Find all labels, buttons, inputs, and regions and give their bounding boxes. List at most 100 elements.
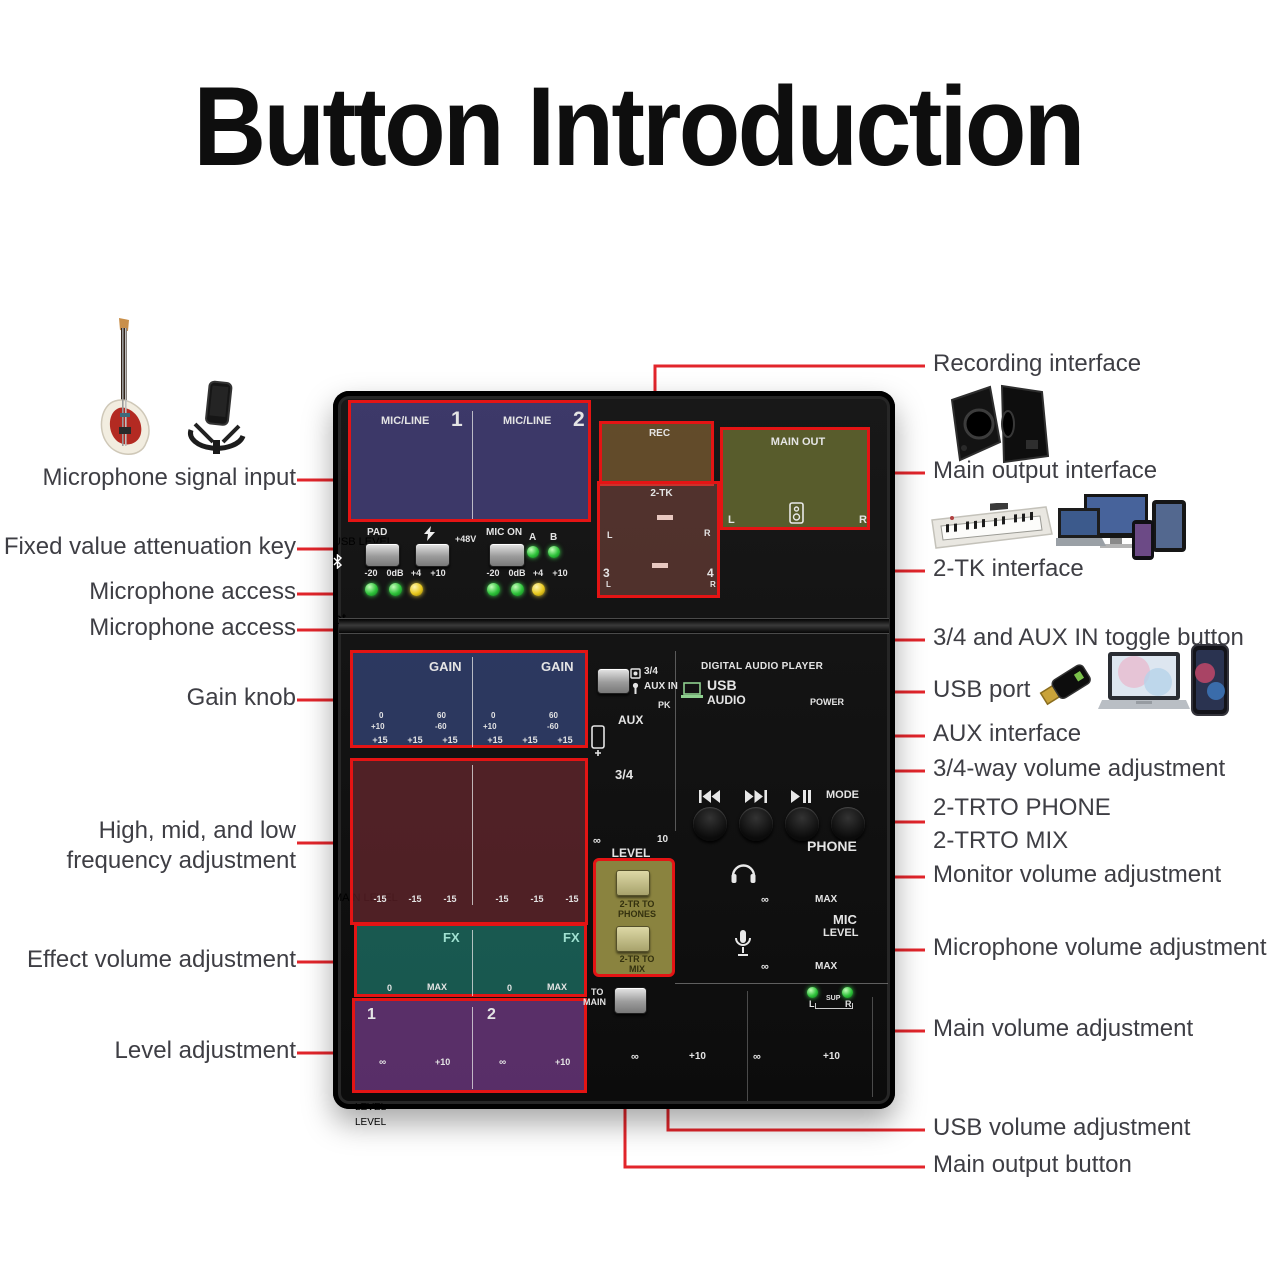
two-tr-to-phones-button[interactable] xyxy=(616,870,650,896)
callout-aux-interface: AUX interface xyxy=(933,720,1082,747)
jack-link-bar xyxy=(657,515,673,520)
callout-2tk-interface: 2-TK interface xyxy=(933,555,1084,582)
toggle-auxin-label: AUX IN xyxy=(644,681,678,692)
main-level-pill: MAIN LEVEL xyxy=(333,892,398,904)
level-pill-1: LEVEL xyxy=(355,1102,387,1113)
led-b-label: B xyxy=(550,532,558,543)
usb-scale: ∞ xyxy=(631,1051,639,1063)
meter-led xyxy=(487,583,500,596)
phone-label: PHONE xyxy=(807,838,857,854)
34-auxin-toggle-button[interactable] xyxy=(597,668,630,694)
eq-fader-track xyxy=(353,761,585,889)
meter-label: +4 xyxy=(410,568,422,578)
callout-main-output-interface: Main output interface xyxy=(933,457,1158,484)
pad-button[interactable] xyxy=(365,543,400,567)
callout-mic-volume: Microphone volume adjustment xyxy=(933,934,1267,961)
eq-scale: -15 xyxy=(408,894,422,904)
meter-led xyxy=(365,583,378,596)
phone-scale: ∞ xyxy=(761,894,769,906)
two-tr-panel: 2-TR TO PHONES 2-TR TO MIX xyxy=(593,858,675,977)
main-out-l: L xyxy=(728,514,735,526)
two-tk-jack-2r[interactable] xyxy=(600,606,636,642)
two-tk-l-label: L xyxy=(607,530,613,540)
next-track-icon xyxy=(745,790,767,803)
phantom-label: +48V xyxy=(455,534,477,544)
level-panel: 1 2 ∞ +10 ∞ +10 LEVEL LEVEL xyxy=(352,998,587,1128)
two-tr-to-mix-label-1: 2-TR TO xyxy=(619,954,655,964)
prev-track-button[interactable] xyxy=(693,807,727,841)
eq-scale: +15 xyxy=(407,735,423,745)
rec-panel: REC xyxy=(599,421,714,486)
aux-label: AUX xyxy=(618,713,644,727)
bluetooth-icon xyxy=(333,553,350,576)
phone-device-icon xyxy=(591,725,605,756)
mic-line-panel: MIC/LINE 1 MIC/LINE 2 xyxy=(348,400,591,522)
34-level-label: LEVEL xyxy=(611,846,651,860)
callout-main-output-button: Main output button xyxy=(933,1151,1132,1178)
power-label: POWER xyxy=(810,697,845,707)
level-scale: ∞ xyxy=(499,1057,507,1068)
callout-34-volume: 3/4-way volume adjustment xyxy=(933,755,1226,782)
meter-label: 0dB xyxy=(386,568,404,578)
fx-scale: 0 xyxy=(507,983,513,993)
channel-2-number: 2 xyxy=(573,408,585,431)
eq-scale: +15 xyxy=(372,735,388,745)
to-main-button[interactable] xyxy=(614,987,647,1014)
condenser-mic-image xyxy=(188,380,246,454)
smartphone-image xyxy=(1191,644,1229,716)
phantom-power-button[interactable] xyxy=(415,543,450,567)
page-title: Button Introduction xyxy=(193,64,1085,189)
eq-scale: +15 xyxy=(442,735,458,745)
34-knob-label: 3/4 xyxy=(615,767,634,782)
mic-on-button[interactable] xyxy=(489,543,525,567)
gain-knob-1[interactable] xyxy=(353,653,401,701)
gain-1-label: GAIN xyxy=(429,659,462,674)
channel-3-label: 3 xyxy=(603,566,610,580)
meter-label: -20 xyxy=(486,568,500,578)
callout-gain-knob: Gain knob xyxy=(186,684,296,711)
gain-scale: +10 xyxy=(371,722,385,731)
fx-panel: FX FX 0 MAX 0 MAX xyxy=(354,923,587,997)
level-knob-1[interactable] xyxy=(355,1001,405,1051)
fx-knob-1[interactable] xyxy=(357,926,402,971)
two-tr-to-phones-label-1: 2-TR TO xyxy=(619,899,655,909)
two-tk-r-label: R xyxy=(704,528,711,538)
mic-scale: ∞ xyxy=(761,961,769,973)
channel-1-number: 1 xyxy=(451,408,463,431)
player-title: DIGITAL AUDIO PLAYER xyxy=(701,661,824,672)
two-tr-to-phones-label-2: PHONES xyxy=(617,909,656,919)
eq-scale: -15 xyxy=(495,894,509,904)
prev-track-icon xyxy=(699,790,720,803)
meter-label: -20 xyxy=(364,568,378,578)
mode-button[interactable] xyxy=(831,807,865,841)
main-scale: +10 xyxy=(823,1051,840,1062)
channel-4-r: R xyxy=(710,580,716,589)
callout-main-volume: Main volume adjustment xyxy=(933,1015,1194,1042)
laptop-image xyxy=(1098,652,1190,709)
callout-effect-volume: Effect volume adjustment xyxy=(26,946,296,973)
usb-port[interactable] xyxy=(333,576,396,611)
usb-label: USB xyxy=(707,677,737,693)
two-tk-jack-1r[interactable] xyxy=(600,520,636,556)
led-a-label: A xyxy=(529,532,537,543)
jack-link-bar xyxy=(652,563,668,568)
play-pause-icon xyxy=(791,790,811,803)
play-pause-button[interactable] xyxy=(785,807,819,841)
mic-scale: MAX xyxy=(815,961,838,972)
channel-4-label: 4 xyxy=(707,566,714,580)
midi-keyboard-image xyxy=(931,503,1053,549)
level-scale: +10 xyxy=(435,1057,451,1067)
two-tk-label: 2-TK xyxy=(650,488,673,499)
phantom-power-icon xyxy=(424,526,435,541)
two-tr-to-mix-button[interactable] xyxy=(616,926,650,952)
meter-led xyxy=(389,583,402,596)
callout-fixed-value-attenuation-key: Fixed value attenuation key xyxy=(3,533,296,560)
34-scale: ∞ xyxy=(593,835,601,847)
next-track-button[interactable] xyxy=(739,807,773,841)
level-1-number: 1 xyxy=(367,1006,376,1023)
two-tk-panel: 2-TK L R 3 L 4 R xyxy=(597,481,720,598)
led-a xyxy=(527,546,539,558)
level-scale: +10 xyxy=(555,1057,571,1067)
callout-2tr-to-mix: 2-TRTO MIX xyxy=(933,827,1069,854)
